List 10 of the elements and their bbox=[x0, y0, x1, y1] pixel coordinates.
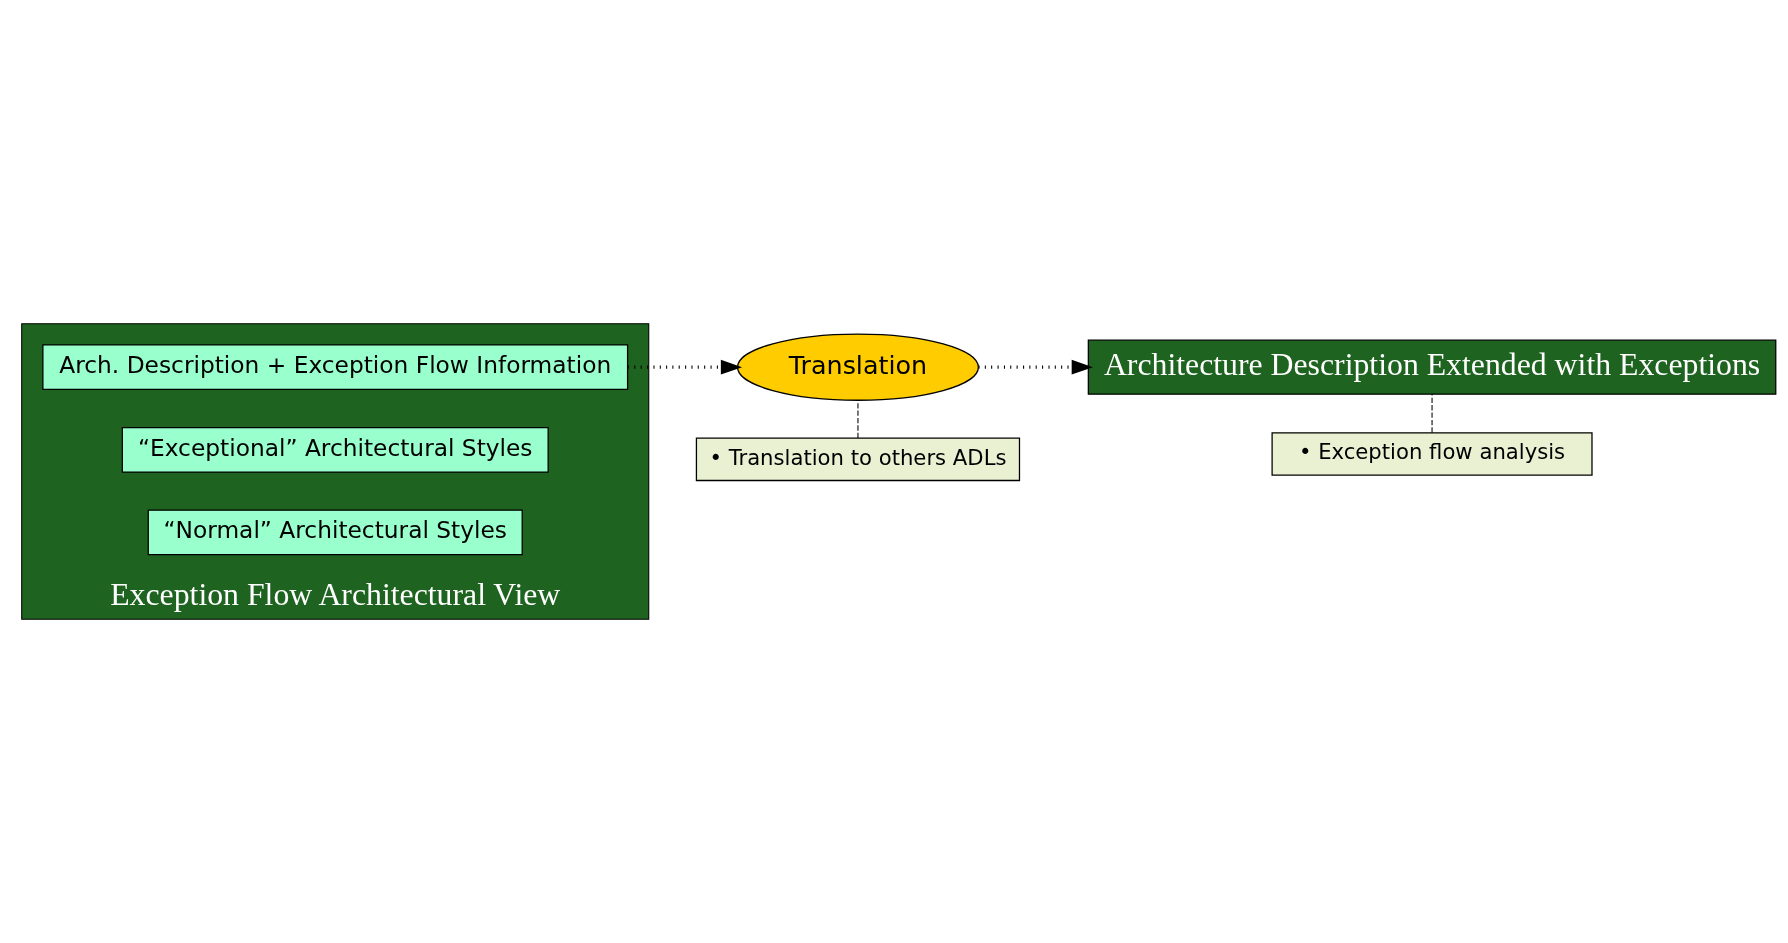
node-box: “Exceptional” Architectural Styles bbox=[121, 426, 549, 473]
node-box: Architecture Description Extended with Exceptions bbox=[1087, 339, 1776, 395]
node-ellipse: Translation bbox=[736, 333, 979, 401]
node-box: • Translation to others ADLs bbox=[695, 437, 1020, 482]
arrow bbox=[627, 359, 742, 375]
arrow bbox=[978, 359, 1093, 375]
connector bbox=[1431, 393, 1433, 434]
node-box: • Exception flow analysis bbox=[1270, 432, 1593, 476]
node-box: Arch. Description + Exception Flow Information bbox=[41, 344, 628, 391]
node-box: “Normal” Architectural Styles bbox=[147, 509, 523, 556]
